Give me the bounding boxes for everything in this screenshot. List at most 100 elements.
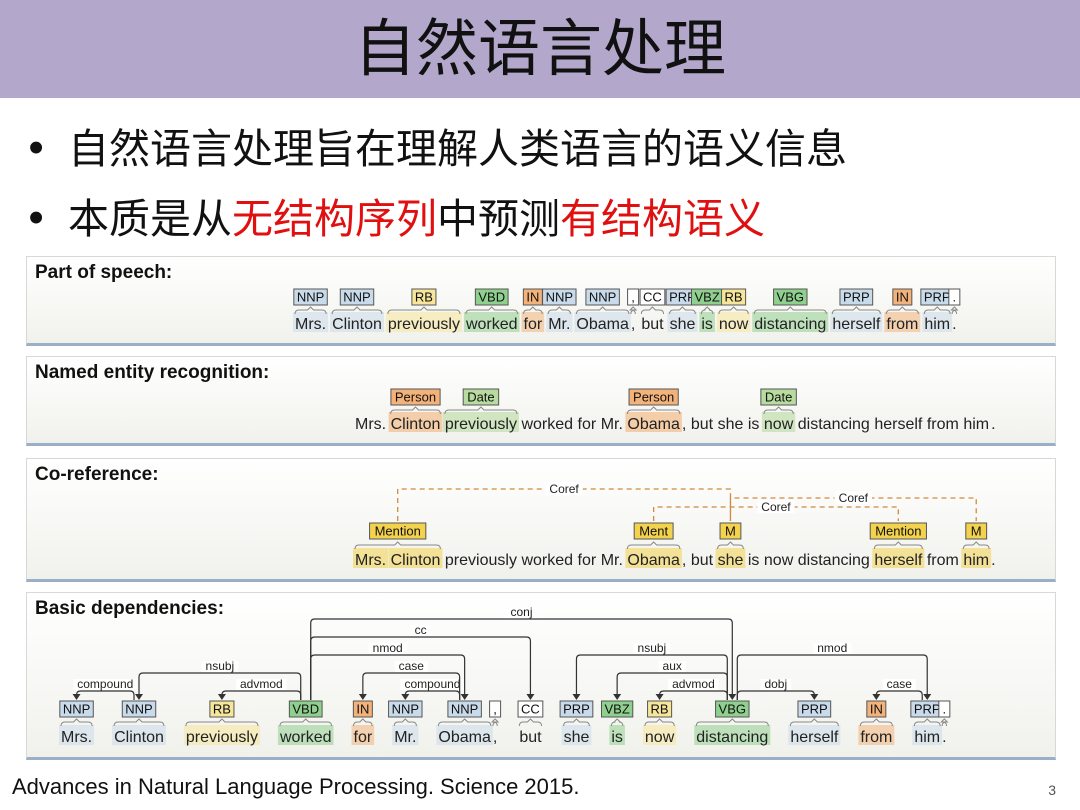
pos-tag-8-box xyxy=(639,288,666,306)
pos-brace-4 xyxy=(523,306,543,315)
coref-word-2: previously xyxy=(445,552,517,569)
ner-word-12: distancing xyxy=(798,416,870,433)
ner-word-6: Obama xyxy=(627,416,680,433)
coref-mention-label-4: M xyxy=(971,524,982,539)
deps-arc-label-2: advmod xyxy=(240,677,283,691)
coref-word-8: but xyxy=(691,552,714,569)
deps-arrowhead-2 xyxy=(217,694,226,700)
deps-word-3: worked xyxy=(279,729,332,746)
deps-brace-10 xyxy=(610,718,624,727)
deps-arc-4 xyxy=(362,672,461,700)
bullet-2-marker: • xyxy=(24,195,49,243)
pos-tag-9: PRP xyxy=(669,290,696,305)
pos-word-11: now xyxy=(719,316,749,333)
ner-word-8: but xyxy=(691,416,714,433)
deps-tag-12: VBG xyxy=(719,702,746,717)
coref-mention-box-0 xyxy=(369,522,427,540)
deps-word-highlight-15 xyxy=(912,725,943,745)
deps-arc-label-bg-7 xyxy=(506,607,537,618)
deps-arrowhead-9 xyxy=(613,694,622,700)
deps-arc-label-1: nsubj xyxy=(206,659,235,673)
deps-word-4: for xyxy=(354,729,373,746)
bullet-1-marker: • xyxy=(24,125,49,173)
pos-brace-11 xyxy=(718,306,749,315)
coref-word-14: from xyxy=(927,552,959,569)
pos-brace-14 xyxy=(885,306,919,315)
pos-word-10: is xyxy=(701,316,713,333)
pos-word-0: Mrs. xyxy=(295,316,326,333)
deps-word-highlight-10 xyxy=(609,725,625,745)
deps-arc-label-8: advmod xyxy=(672,677,715,691)
deps-arc-label-13: nmod xyxy=(817,641,847,655)
deps-word-10: is xyxy=(611,729,623,746)
pos-brace-3 xyxy=(465,306,519,315)
ner-brace-0 xyxy=(390,406,441,415)
pos-tag-2: RB xyxy=(415,290,433,305)
coref-word-11: now xyxy=(764,552,794,569)
coref-word-13: herself xyxy=(874,552,923,569)
ner-word-9: she xyxy=(718,416,744,433)
bullet-2-segment-4: 有结构语义 xyxy=(560,195,765,243)
deps-tag-3: VBD xyxy=(292,702,319,717)
pos-tag-13: PRP xyxy=(843,290,870,305)
ner-word-highlight-6 xyxy=(625,412,682,432)
ner-word-highlight-2 xyxy=(442,412,519,432)
pos-tag-1: NNP xyxy=(343,290,370,305)
deps-brace-5 xyxy=(393,718,417,727)
deps-word-12: distancing xyxy=(696,729,768,746)
deps-arc-7 xyxy=(310,618,733,700)
deps-tag-15: PRP xyxy=(914,702,941,717)
ner-word-7: , xyxy=(682,416,686,433)
ner-label-2: Person xyxy=(633,390,674,405)
coref-brace-3 xyxy=(873,541,923,550)
ner-word-10: is xyxy=(748,416,760,433)
deps-arc-11 xyxy=(736,690,815,700)
deps-arrowhead-7 xyxy=(728,694,737,700)
pos-panel-title: Part of speech: xyxy=(35,262,173,283)
coref-word-7: , xyxy=(682,552,686,569)
coref-word-6: Obama xyxy=(627,552,680,569)
ner-label-box-2 xyxy=(628,388,679,406)
deps-tag-6-box xyxy=(447,700,482,718)
footer-citation: Advances in Natural Language Processing.… xyxy=(12,774,580,799)
coref-word-highlight-6 xyxy=(625,548,682,568)
deps-arc-label-3: compound xyxy=(404,677,460,691)
pos-word-12: distancing xyxy=(754,316,826,333)
pos-tag-7: , xyxy=(631,290,635,305)
coref-word-10: is xyxy=(748,552,760,569)
deps-arc-label-bg-4 xyxy=(394,661,428,672)
deps-arc-label-bg-6 xyxy=(410,625,431,636)
deps-word-7: , xyxy=(493,729,497,746)
pos-word-highlight-1 xyxy=(330,312,384,332)
pos-tag-12-box xyxy=(773,288,808,306)
deps-tag-1-box xyxy=(121,700,157,718)
pos-tag-8: CC xyxy=(643,290,662,305)
deps-arc-13 xyxy=(736,654,928,700)
deps-word-8: but xyxy=(519,729,542,746)
coref-brace-0 xyxy=(354,541,441,550)
coref-brace-4 xyxy=(962,541,990,550)
pos-tag-0: NNP xyxy=(297,290,324,305)
deps-tag-14-box xyxy=(866,700,887,718)
coref-word-highlight-15 xyxy=(961,548,992,568)
deps-arc-label-11: dobj xyxy=(764,677,787,691)
pos-tag-16: . xyxy=(953,290,957,305)
deps-brace-11 xyxy=(644,718,675,727)
ner-word-14: from xyxy=(927,416,959,433)
deps-tag-9-box xyxy=(559,700,594,718)
pos-word-1: Clinton xyxy=(332,316,382,333)
deps-diagram: Mrs.NNPClintonNNPpreviouslyRBworkedVBDfo… xyxy=(59,605,951,746)
pos-word-highlight-15 xyxy=(922,312,953,332)
coref-word-highlight-1 xyxy=(388,548,443,568)
pos-tag-11: RB xyxy=(725,290,743,305)
coref-word-4: for xyxy=(578,552,597,569)
coref-panel-title: Co-reference: xyxy=(35,464,159,485)
ner-label-0: Person xyxy=(395,390,436,405)
ner-word-1: Clinton xyxy=(391,416,441,433)
pos-word-2: previously xyxy=(388,316,460,333)
ner-brace-3 xyxy=(763,406,794,415)
ner-word-11: now xyxy=(764,416,794,433)
